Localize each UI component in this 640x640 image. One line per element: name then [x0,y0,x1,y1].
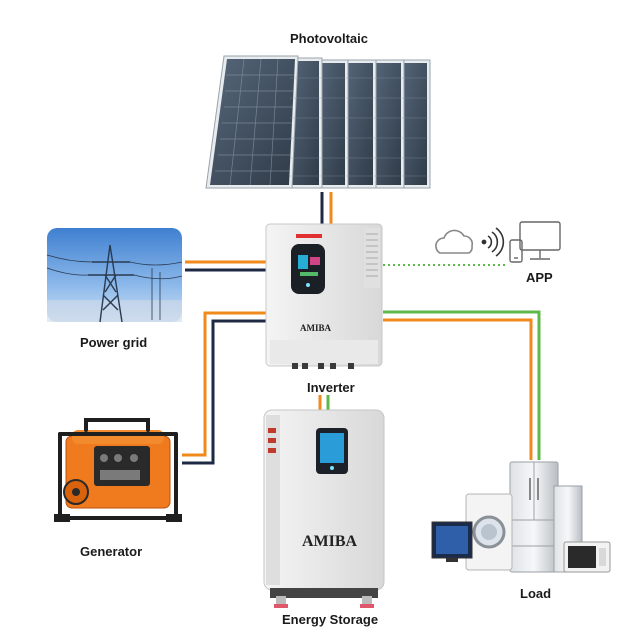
battery-device [263,409,385,608]
cloud-icon [435,229,474,254]
load-label: Load [520,586,552,601]
monitor-icon [519,221,561,260]
generator-device [54,418,182,522]
connection-lines [182,192,541,465]
wifi-signal-icon [481,227,505,257]
energy-storage-label: Energy Storage [282,612,379,627]
battery-logo: AMIBA [302,533,358,550]
inverter-device [265,223,383,369]
app-label: APP [526,270,553,285]
photovoltaic-label: Photovoltaic [290,31,369,46]
app-cluster [435,221,561,263]
inverter-logo: AMIBA [300,323,331,333]
solar-panels [205,55,431,189]
load-appliances [431,461,611,573]
power-grid-image [46,228,183,323]
phone-icon [509,239,523,263]
power-grid-label: Power grid [80,335,148,350]
generator-label: Generator [80,544,143,559]
inverter-label: Inverter [307,380,355,395]
